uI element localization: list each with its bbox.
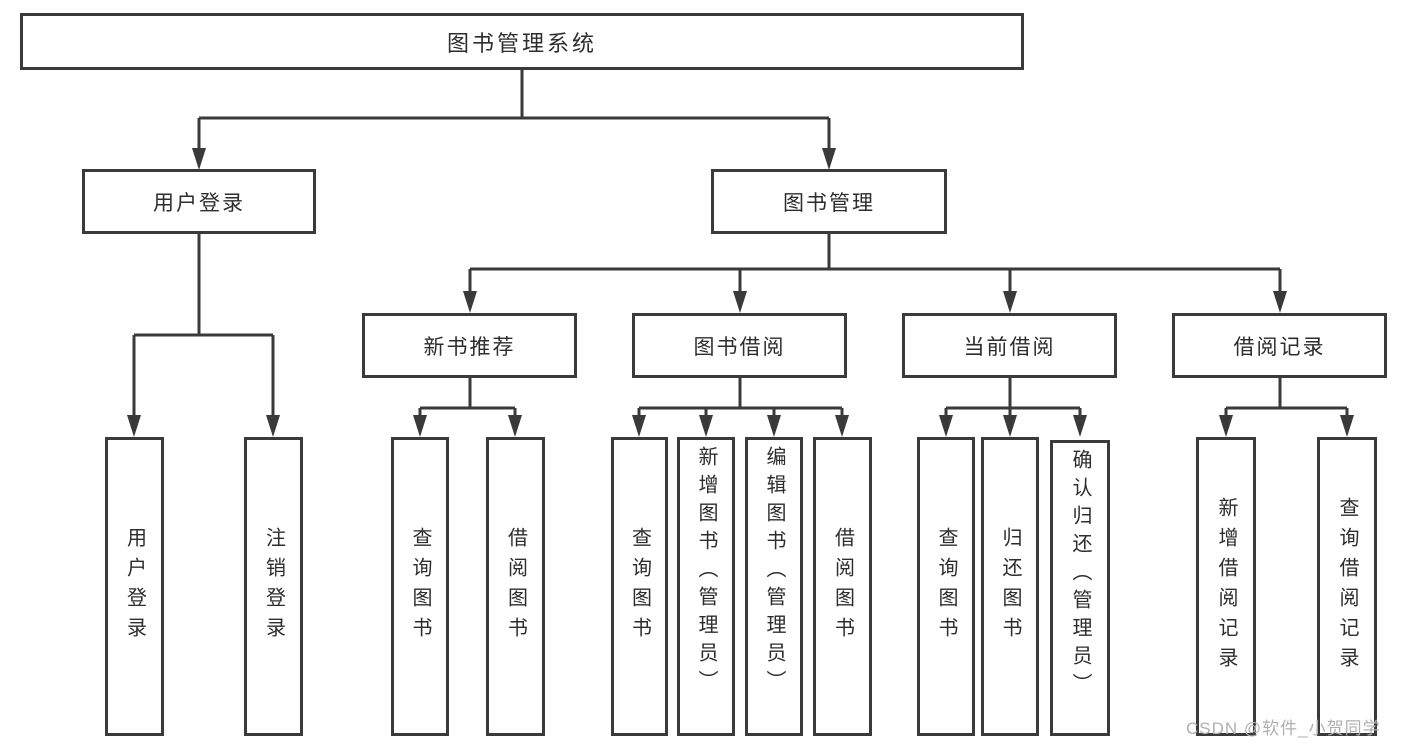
node-borrow-records: 借阅记录 xyxy=(1172,313,1387,378)
leaf-return-books: 归还图书 xyxy=(981,437,1039,736)
node-label: 借阅记录 xyxy=(1233,335,1326,359)
leaf-label: 新增借阅记录 xyxy=(1215,496,1237,677)
csdn-watermark: CSDN @软件_小贺同学 xyxy=(1186,719,1381,738)
node-book-borrow: 图书借阅 xyxy=(632,313,847,378)
leaf-label: 确认归还（管理员） xyxy=(1069,449,1091,701)
node-label: 新书推荐 xyxy=(423,335,516,359)
leaf-label: 查询图书 xyxy=(409,526,431,647)
leaf-borrow-books-2: 借阅图书 xyxy=(813,437,872,736)
leaf-query-books-3: 查询图书 xyxy=(917,437,975,736)
leaf-query-borrow-record: 查询借阅记录 xyxy=(1317,437,1377,736)
node-label: 用户登录 xyxy=(153,191,245,215)
leaf-user-login: 用户登录 xyxy=(105,437,164,736)
leaf-add-borrow-record: 新增借阅记录 xyxy=(1196,437,1256,736)
leaf-label: 编辑图书（管理员） xyxy=(763,446,785,698)
leaf-label: 查询图书 xyxy=(935,526,957,647)
node-book-management: 图书管理 xyxy=(711,169,947,234)
leaf-confirm-return-admin: 确认归还（管理员） xyxy=(1050,440,1110,736)
leaf-add-books-admin: 新增图书（管理员） xyxy=(677,437,735,736)
leaf-label: 归还图书 xyxy=(999,526,1021,647)
node-library-management-system: 图书管理系统 xyxy=(20,13,1024,70)
leaf-label: 新增图书（管理员） xyxy=(695,446,717,698)
leaf-label: 用户登录 xyxy=(123,526,146,647)
node-current-borrow: 当前借阅 xyxy=(902,313,1117,378)
node-new-book-recommend: 新书推荐 xyxy=(362,313,577,378)
leaf-query-books-2: 查询图书 xyxy=(611,437,668,736)
leaf-borrow-books-1: 借阅图书 xyxy=(486,437,545,736)
leaf-label: 查询图书 xyxy=(628,526,651,647)
leaf-label: 注销登录 xyxy=(262,526,285,647)
leaf-label: 借阅图书 xyxy=(831,526,854,647)
node-label: 当前借阅 xyxy=(963,335,1056,359)
leaf-label: 借阅图书 xyxy=(504,526,527,647)
node-label: 图书借阅 xyxy=(693,335,786,359)
node-label: 图书管理 xyxy=(783,191,875,215)
leaf-query-books-1: 查询图书 xyxy=(391,437,449,736)
leaf-label: 查询借阅记录 xyxy=(1336,496,1358,677)
arrowheads xyxy=(127,148,1354,437)
node-label: 图书管理系统 xyxy=(446,30,597,56)
leaf-logout: 注销登录 xyxy=(244,437,303,736)
leaf-edit-books-admin: 编辑图书（管理员） xyxy=(745,437,803,736)
node-user-login: 用户登录 xyxy=(82,169,316,234)
